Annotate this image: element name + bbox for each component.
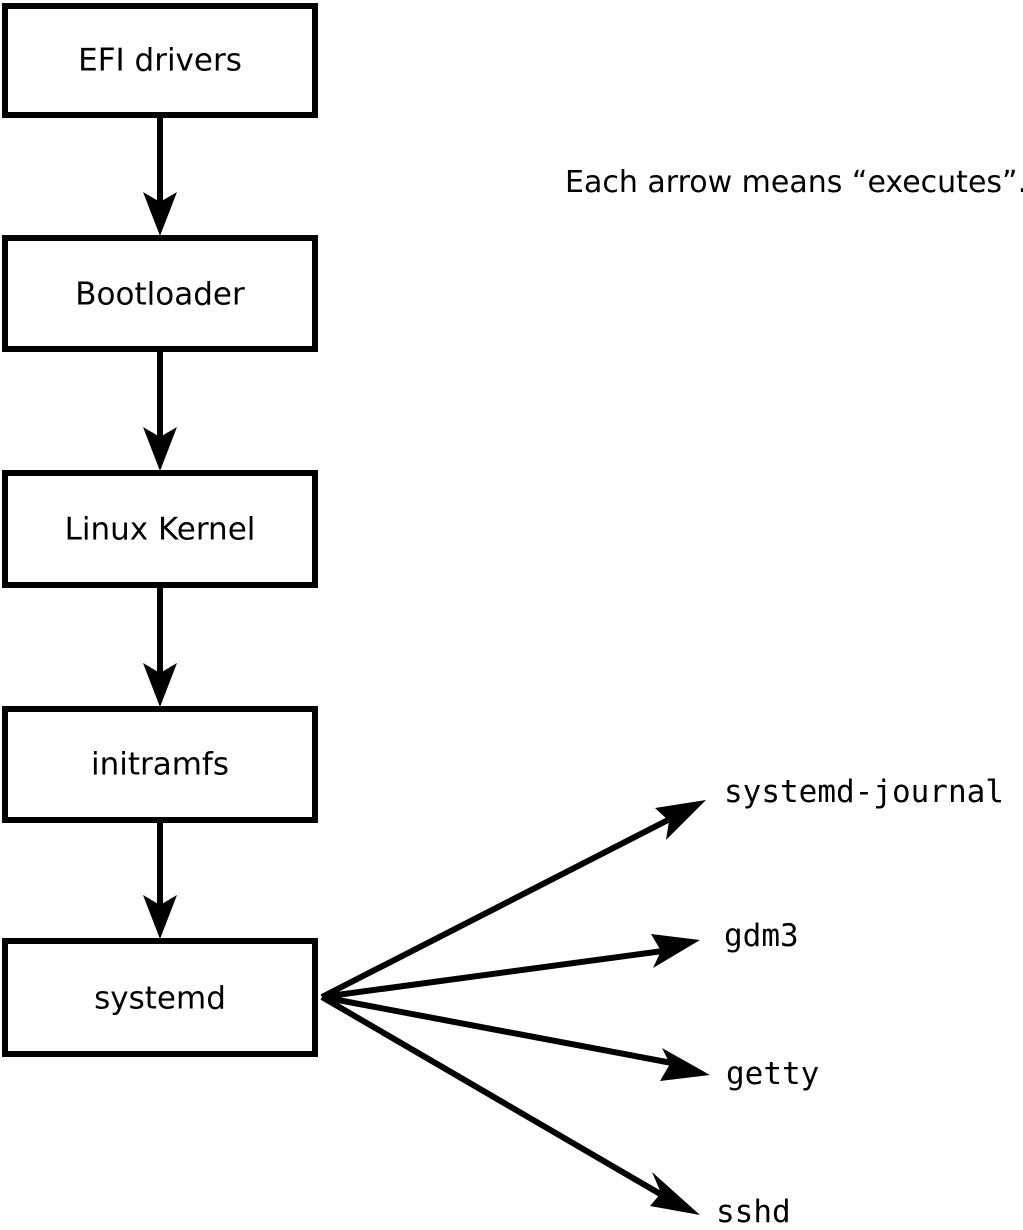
box-outline	[2, 470, 318, 588]
leaf-label-getty: getty	[726, 1056, 819, 1092]
arrow-head-icon	[143, 663, 177, 707]
arrow-initramfs-to-systemd	[143, 823, 177, 939]
fan-arrow-systemd-journal	[320, 800, 706, 1000]
arrow-head-icon	[143, 192, 177, 236]
arrow-head-icon	[655, 800, 706, 840]
arrow-shaft	[320, 994, 664, 1198]
fan-arrow-getty	[321, 994, 710, 1081]
process-box-linux-kernel[interactable]: Linux Kernel	[2, 470, 318, 588]
arrow-head-icon	[651, 934, 700, 968]
arrow-head-icon	[143, 895, 177, 939]
arrow-shaft	[321, 994, 673, 1066]
leaf-label-systemd-journal: systemd-journal	[724, 774, 1004, 810]
leaf-label-sshd: sshd	[716, 1194, 791, 1230]
box-label: EFI drivers	[78, 43, 242, 79]
arrow-head-icon	[650, 1172, 700, 1215]
leaf-label-gdm3: gdm3	[724, 918, 799, 954]
arrow-linux-kernel-to-initramfs	[143, 588, 177, 707]
fan-arrow-gdm3	[321, 934, 700, 1000]
arrow-efi-drivers-to-bootloader	[143, 118, 177, 236]
legend-annotation: Each arrow means “executes”.	[565, 165, 1023, 200]
box-label: initramfs	[91, 747, 229, 783]
process-box-initramfs[interactable]: initramfs	[2, 706, 318, 823]
box-label: Linux Kernel	[65, 512, 256, 548]
process-box-bootloader[interactable]: Bootloader	[2, 235, 318, 352]
arrow-shaft	[320, 817, 670, 1000]
box-label: Bootloader	[75, 277, 245, 313]
process-box-efi-drivers[interactable]: EFI drivers	[2, 3, 318, 118]
process-box-systemd[interactable]: systemd	[2, 938, 318, 1057]
box-outline	[2, 706, 318, 823]
box-outline	[2, 938, 318, 1057]
box-outline	[2, 3, 318, 118]
box-outline	[2, 235, 318, 352]
arrow-shaft	[321, 948, 664, 1000]
arrow-head-icon	[143, 427, 177, 471]
box-label: systemd	[94, 981, 226, 1017]
fan-arrow-sshd	[320, 994, 700, 1215]
arrow-bootloader-to-linux-kernel	[143, 352, 177, 471]
arrow-head-icon	[660, 1048, 710, 1081]
